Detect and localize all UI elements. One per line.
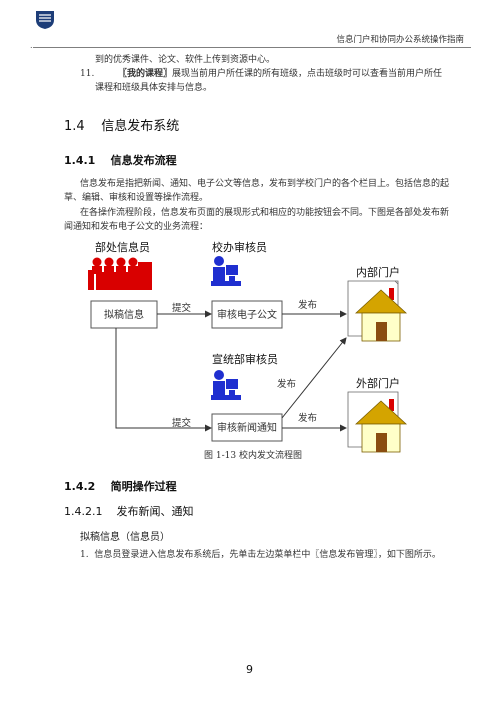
paragraph-line: 在各操作流程阶段，信息发布页面的展现形式和相应的功能按钮会不同。下图是各部处发布… (80, 208, 450, 218)
figure-caption: 图 1-13 校内发文流程图 (204, 449, 302, 461)
step-subtitle: 拟稿信息（信息员） (80, 532, 170, 543)
section-title: 发布新闻、通知 (116, 505, 194, 518)
propaganda-reviewer-label: 宣统部审核员 (212, 352, 278, 366)
section-number: 1.4.2 (64, 480, 96, 493)
publish-arrow-2 (281, 337, 347, 419)
review-news-box (211, 413, 283, 442)
propaganda-reviewer-icon (211, 370, 241, 400)
university-logo (36, 11, 54, 29)
review-news-label: 审核新闻通知 (217, 421, 277, 434)
internal-portal-icon (347, 280, 408, 342)
submit-label-2: 提交 (172, 417, 192, 429)
review-doc-box (211, 300, 283, 329)
section-1-4-1-heading: 1.4.1 信息发布流程 (64, 152, 177, 168)
paragraph-line: 草、编辑、审核和设置等操作流程。 (64, 193, 209, 203)
list-number: 11. (80, 69, 95, 79)
submit-arrow-2 (115, 328, 212, 432)
draft-info-label: 拟稿信息 (104, 308, 144, 321)
publish-label-2: 发布 (277, 378, 296, 390)
intro-line: 到的优秀课件、论文、软件上传到资源中心。 (95, 55, 276, 65)
header-rule (33, 47, 471, 48)
step-number: 1. (80, 550, 89, 560)
list-item-text: 展现当前用户所任课的所有班级，点击班级时可以查看当前用户所任 (172, 69, 443, 79)
list-item-text-cont: 课程和班级具体安排与信息。 (95, 83, 213, 93)
paragraph-line: 闻通知和发布电子公文的业务流程： (64, 222, 209, 232)
draft-info-box (90, 300, 158, 329)
external-portal-icon (347, 391, 408, 453)
section-number: 1.4.1 (64, 154, 96, 167)
section-number: 1.4 (64, 119, 85, 134)
publish-label-1: 发布 (298, 299, 317, 311)
step-item: 1. 信息员登录进入信息发布系统后，先单击左边菜单栏中〖信息发布管理〗，如下图所… (80, 548, 441, 562)
section-number: 1.4.2.1 (64, 505, 103, 518)
paragraph-line: 信息发布是指把新闻、通知、电子公文等信息，发布到学校门户的各个栏目上。包括信息的… (80, 179, 450, 189)
dept-officers-icon (88, 257, 152, 290)
section-title: 信息发布系统 (101, 119, 180, 134)
section-title: 简明操作过程 (110, 480, 177, 493)
school-reviewer-label: 校办审核员 (212, 240, 267, 254)
school-reviewer-icon (211, 256, 241, 286)
submit-label-1: 提交 (172, 302, 192, 314)
step-text: 信息员登录进入信息发布系统后，先单击左边菜单栏中〖信息发布管理〗，如下图所示。 (94, 550, 441, 560)
review-doc-label: 审核电子公文 (217, 308, 277, 321)
workflow-diagram: 部处信息员 校办审核员 宣统部审核员 内部门户 外部门户 拟稿信息 审核电子公文… (88, 240, 408, 461)
section-1-4-heading: 1.4 信息发布系统 (64, 115, 179, 134)
section-1-4-2-1-heading: 1.4.2.1 发布新闻、通知 (64, 503, 193, 519)
header-dot: . (30, 41, 33, 50)
external-portal-label: 外部门户 (356, 376, 400, 390)
section-title: 信息发布流程 (110, 154, 177, 167)
header-title: 信息门户和协同办公系统操作指南 (336, 35, 464, 45)
dept-officer-label: 部处信息员 (95, 240, 150, 254)
section-1-4-2-heading: 1.4.2 简明操作过程 (64, 478, 177, 494)
my-courses-label: 〖我的课程〗 (118, 69, 173, 79)
page-number: 9 (246, 663, 253, 676)
publish-label-3: 发布 (298, 412, 317, 424)
internal-portal-label: 内部门户 (356, 265, 400, 279)
